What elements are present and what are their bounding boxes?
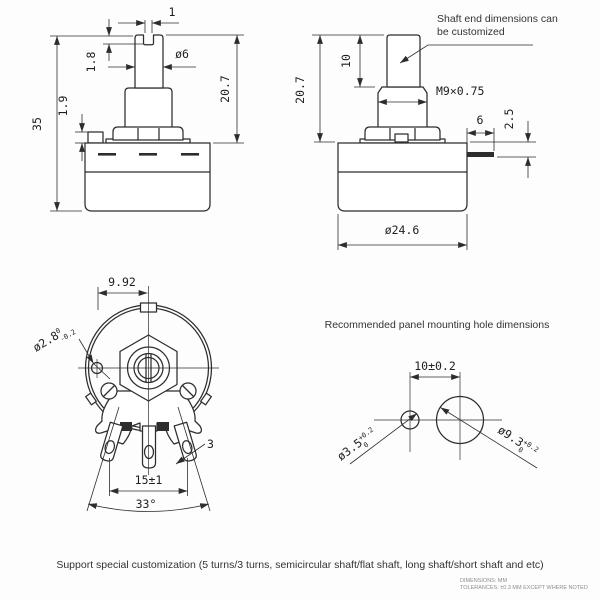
- dim-body-diameter: ø24.6: [337, 214, 468, 250]
- tab-offset-label: 9.92: [108, 275, 136, 289]
- panel-title: Recommended panel mounting hole dimensio…: [325, 319, 550, 331]
- dim-slot-depth: 1.8: [84, 19, 144, 72]
- side-solder-lug: [467, 152, 494, 157]
- slot-width-label: 1: [169, 5, 176, 19]
- slot-depth-label: 1.8: [84, 52, 98, 73]
- lug-offset-label: 2.5: [502, 109, 516, 130]
- dim-shaft-diameter: ø6: [108, 47, 196, 70]
- dim-tab-hole: ø2.80-0.2: [30, 320, 111, 380]
- dim-thread: M9×0.75: [378, 84, 484, 105]
- shaft-diameter-label: ø6: [175, 47, 189, 61]
- dim-side-upper-height: 20.7: [293, 34, 384, 143]
- dim-lug-offset: 2.5: [470, 109, 536, 178]
- terminal-width-label: 3: [207, 437, 214, 451]
- panel-view: Recommended panel mounting hole dimensio…: [325, 319, 550, 469]
- hole-pitch-label: 10±0.2: [414, 359, 456, 373]
- dim-terminal-width: 3: [175, 437, 214, 465]
- tab-height-label: 1.9: [56, 96, 70, 117]
- dim-large-hole: ø9.3+0.20: [440, 407, 540, 469]
- footer-tolerances: TOLERANCES: ±0.3 MM EXCEPT WHERE NOTED: [460, 585, 588, 591]
- front-locating-tab: [87, 131, 104, 144]
- shaft-note: Shaft end dimensions can be customized: [399, 13, 558, 64]
- dim-front-upper-height: 20.7: [166, 34, 244, 144]
- front-body: [84, 142, 211, 212]
- cover-screw-right: [179, 382, 197, 400]
- dim-slot-width: 1: [118, 5, 179, 33]
- dim-terminal-angle: 33°: [86, 406, 211, 512]
- tab-hole-label: ø2.80-0.2: [30, 320, 77, 358]
- front-nut: [112, 126, 184, 141]
- dim-tab-offset: 9.92: [97, 275, 148, 310]
- terminal-angle-label: 33°: [136, 497, 157, 511]
- panel-small-hole: [400, 410, 420, 430]
- terminal-pitch-label: 15±1: [135, 473, 163, 487]
- side-body: [337, 142, 468, 212]
- dim-small-hole: ø3.5+0.20: [334, 413, 418, 465]
- shaft-end-length-label: 10: [339, 54, 353, 68]
- front-bushing: [124, 87, 173, 136]
- front-upper-height-label: 20.7: [218, 75, 232, 103]
- front-shaft: [134, 34, 164, 89]
- dim-lug-length: 6: [466, 113, 495, 151]
- lug-length-label: 6: [477, 113, 484, 127]
- side-view: Shaft end dimensions can be customized 2…: [293, 13, 558, 250]
- side-upper-height-label: 20.7: [293, 76, 307, 104]
- dim-hole-pitch: 10±0.2: [410, 359, 460, 380]
- shaft-note-line2: be customized: [437, 26, 505, 38]
- top-view: ø2.80-0.2 9.92 33° 15±1 3: [30, 275, 219, 512]
- terminal-left: [100, 421, 124, 462]
- total-height-label: 35: [30, 117, 44, 131]
- body-diameter-label: ø24.6: [385, 223, 420, 237]
- terminal-center: [141, 425, 157, 469]
- dim-shaft-end-length: 10: [339, 35, 375, 88]
- dim-tab-height: 1.9: [56, 96, 88, 161]
- front-view: 1 1.8 ø6 35 1.9: [30, 5, 244, 212]
- side-anti-rotation-lug: [394, 133, 409, 143]
- footer-dimensions: DIMENSIONS: MM: [460, 578, 507, 584]
- dim-total-height: 35: [30, 35, 133, 212]
- thread-label: M9×0.75: [436, 84, 484, 98]
- cover-screw-left: [100, 382, 118, 400]
- shaft-note-line1: Shaft end dimensions can: [437, 13, 558, 25]
- panel-large-hole: [435, 395, 485, 445]
- large-hole-label: ø9.3+0.20: [493, 423, 540, 462]
- dim-terminal-pitch: 15±1: [109, 458, 188, 496]
- bottom-note: Support special customization (5 turns/3…: [56, 559, 543, 571]
